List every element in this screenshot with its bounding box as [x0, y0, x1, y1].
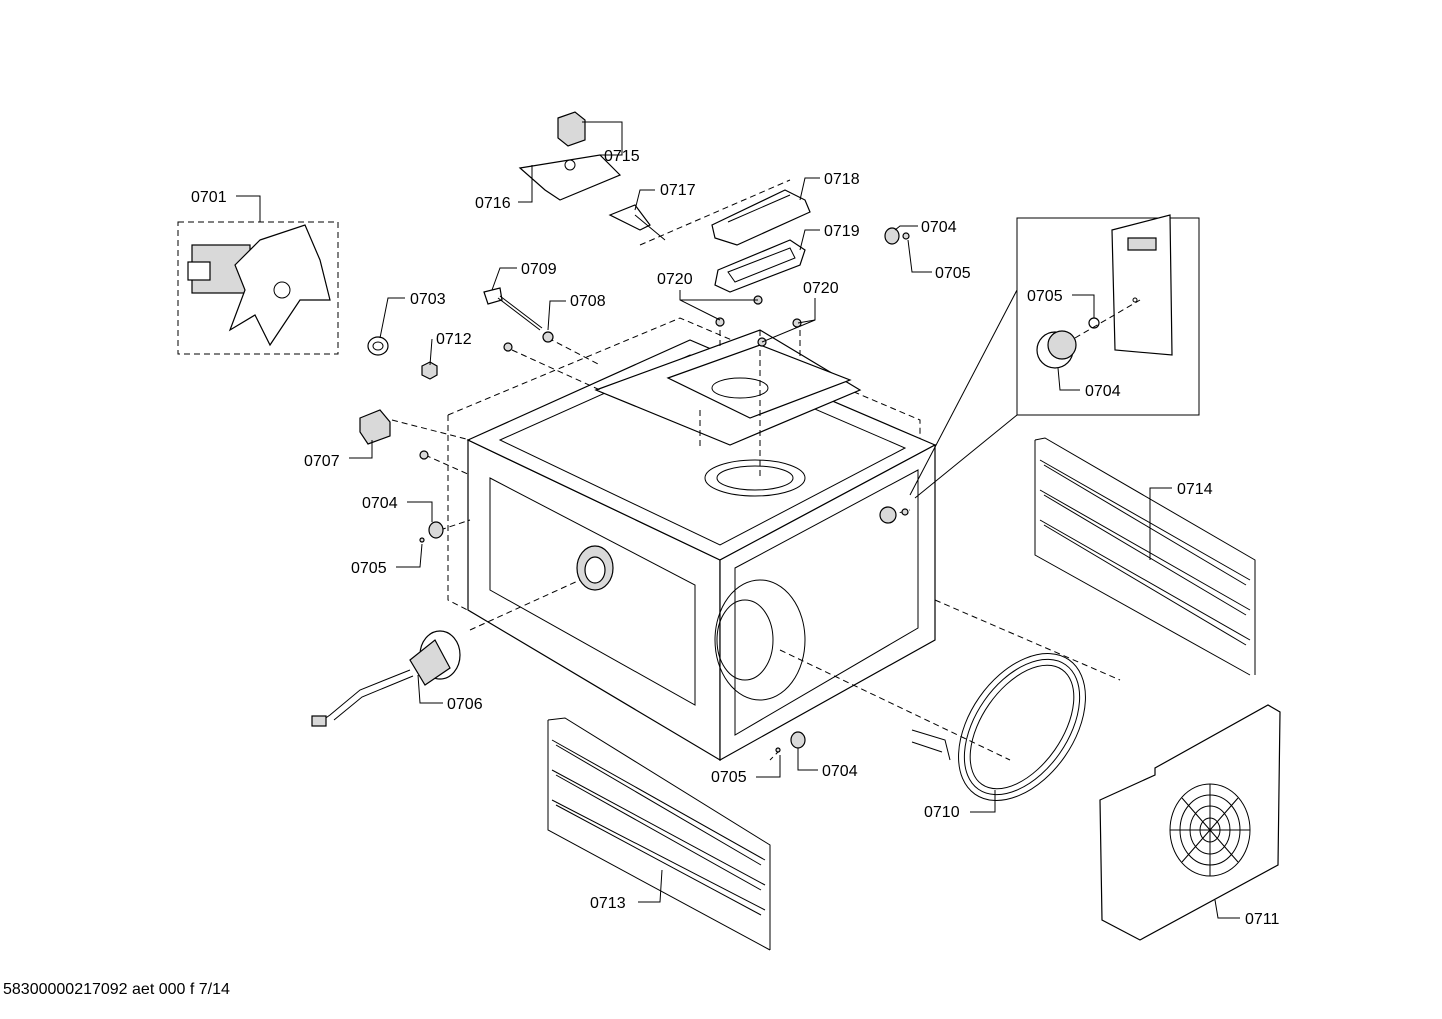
label-0708: 0708 — [570, 293, 606, 310]
assembly-guides — [391, 179, 1121, 761]
temperature-sensor — [483, 287, 543, 331]
part-labels: 0701 0703 0712 0709 0708 0707 0704 0705 … — [191, 148, 1280, 928]
label-0704-top: 0704 — [921, 219, 957, 236]
gasket-ring — [367, 336, 389, 356]
small-nuts — [419, 331, 554, 460]
label-0711: 0711 — [1245, 911, 1280, 928]
safety-switch — [359, 409, 391, 445]
label-0705-top: 0705 — [935, 265, 971, 282]
lamp-lens-front — [879, 506, 909, 524]
top-cover-plate — [594, 329, 862, 446]
lamp-lens-top — [884, 227, 910, 245]
hex-nut — [421, 361, 438, 380]
label-0705-left: 0705 — [351, 560, 387, 577]
rear-fan-cover — [1099, 704, 1281, 941]
label-0707: 0707 — [304, 453, 340, 470]
shelf-rail-right — [1034, 437, 1256, 676]
label-0705-inset: 0705 — [1027, 288, 1063, 305]
label-0713: 0713 — [590, 895, 626, 912]
fan-motor-assembly — [177, 221, 339, 355]
top-bracket-group — [518, 111, 666, 241]
lamp-socket — [311, 630, 461, 727]
lamp-lens-left — [419, 521, 444, 543]
label-0703: 0703 — [410, 291, 446, 308]
label-0704-inset: 0704 — [1085, 383, 1121, 400]
label-0701: 0701 — [191, 189, 227, 206]
lamp-plate — [711, 189, 811, 246]
label-0716: 0716 — [475, 195, 511, 212]
label-0719: 0719 — [824, 223, 860, 240]
document-footer: 58300000217092 aet 000 f 7/14 — [3, 981, 230, 998]
label-0706: 0706 — [447, 696, 483, 713]
label-0709: 0709 — [521, 261, 557, 278]
leader-lines — [236, 121, 1240, 919]
label-0715: 0715 — [604, 148, 640, 165]
label-0704-bottom: 0704 — [822, 763, 858, 780]
detail-inset — [909, 214, 1200, 499]
label-0714: 0714 — [1177, 481, 1213, 498]
label-0720-right: 0720 — [803, 280, 839, 297]
label-0704-left: 0704 — [362, 495, 398, 512]
label-0705-bottom: 0705 — [711, 769, 747, 786]
label-0710: 0710 — [924, 804, 960, 821]
label-0720-left: 0720 — [657, 271, 693, 288]
oval-gasket — [714, 239, 806, 293]
label-0712: 0712 — [436, 331, 472, 348]
label-0717: 0717 — [660, 182, 696, 199]
ring-heater — [911, 653, 1086, 801]
shelf-rail-left — [547, 717, 771, 951]
lamp-lens-bottom — [775, 731, 806, 753]
label-0718: 0718 — [824, 171, 860, 188]
